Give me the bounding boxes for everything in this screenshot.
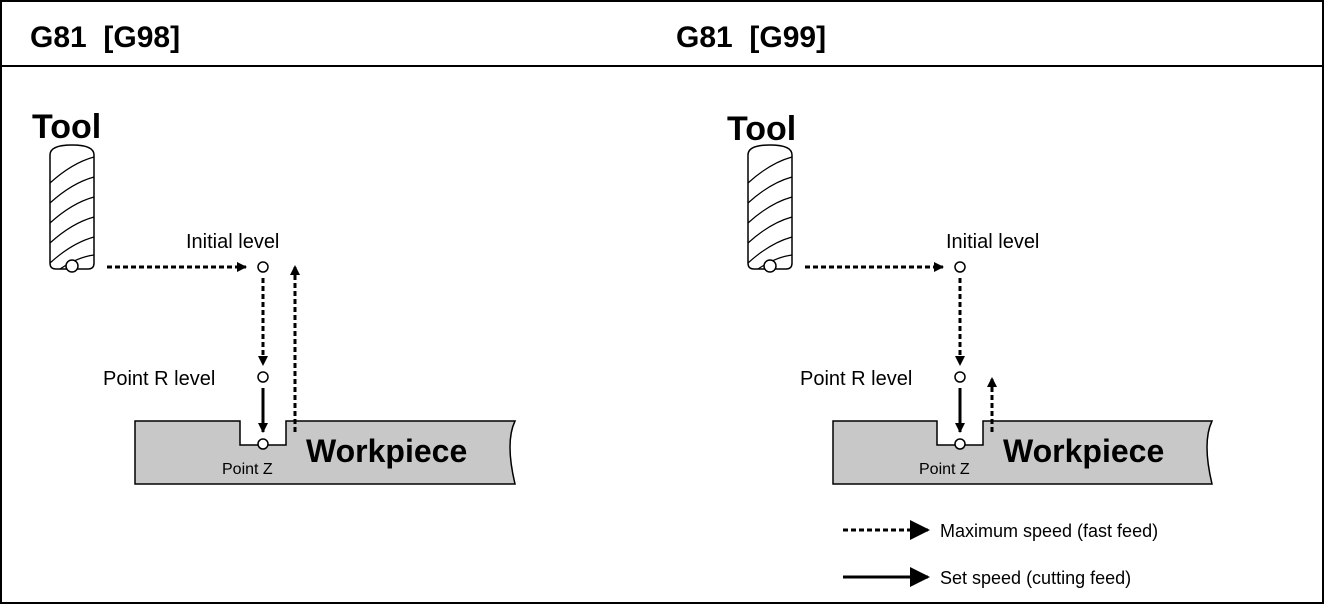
point-r-level-point (954, 371, 966, 383)
legend-rapid-label: Maximum speed (fast feed) (940, 521, 1158, 541)
legend-feed-label: Set speed (cutting feed) (940, 568, 1131, 588)
left-panel: Tool Initial level Point R level Point Z… (32, 108, 517, 485)
workpiece (134, 420, 517, 485)
tool-drill-icon (747, 144, 793, 273)
point-z-label: Point Z (222, 461, 273, 478)
workpiece-label: Workpiece (306, 433, 467, 469)
right-header: G81 [G99] (676, 21, 826, 54)
point-r-level-label: Point R level (103, 368, 215, 390)
right-panel: Tool Initial level Point R level Point Z… (727, 110, 1214, 485)
initial-level-point (257, 261, 269, 273)
tool-label: Tool (727, 110, 796, 148)
point-z-point (954, 438, 966, 450)
point-r-level-point (257, 371, 269, 383)
initial-level-label: Initial level (946, 231, 1039, 253)
point-r-level-label: Point R level (800, 368, 912, 390)
point-z-label: Point Z (919, 461, 970, 478)
initial-level-label: Initial level (186, 231, 279, 253)
workpiece-label: Workpiece (1003, 433, 1164, 469)
left-header: G81 [G98] (30, 21, 180, 54)
initial-level-point (954, 261, 966, 273)
point-z-point (257, 438, 269, 450)
tool-drill-icon (49, 144, 95, 273)
tool-label: Tool (32, 108, 101, 146)
workpiece (832, 420, 1214, 485)
legend: Maximum speed (fast feed) Set speed (cut… (843, 520, 1158, 588)
